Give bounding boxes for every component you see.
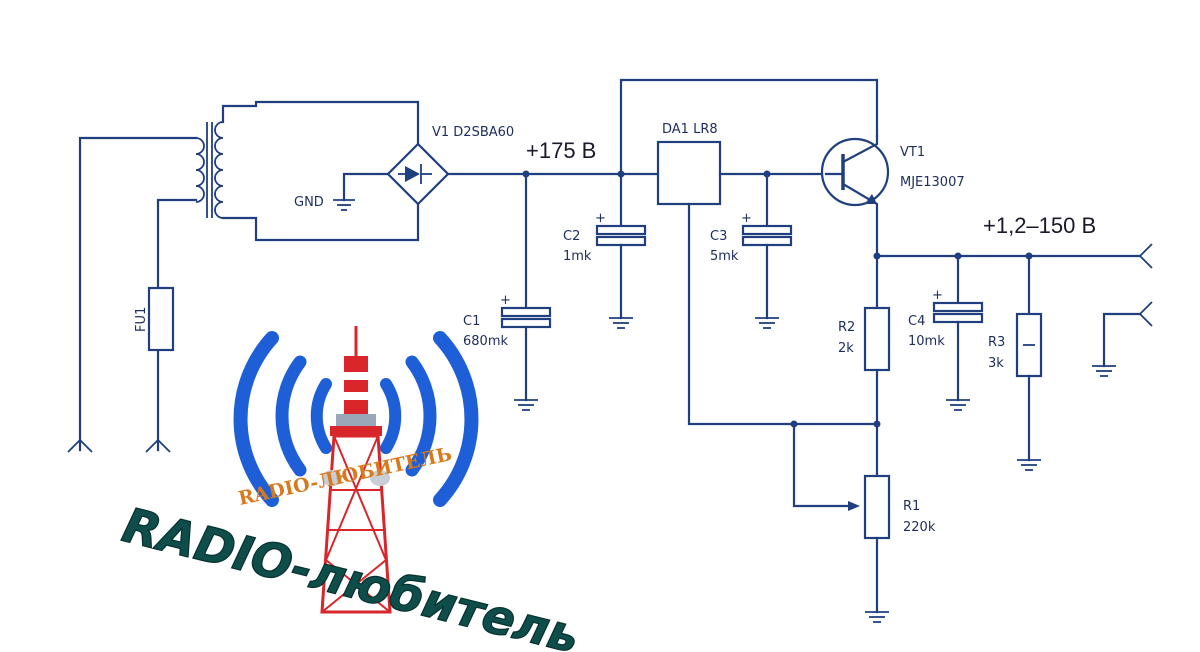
fuse-fu1: FU1	[134, 286, 175, 352]
output-terminal-negative-icon	[1138, 301, 1153, 327]
c3-ref-label: C3	[710, 229, 727, 244]
capacitor-c3: + C3 5mk	[710, 172, 793, 329]
svg-text:+: +	[500, 293, 511, 308]
radio-waves-icon	[233, 331, 479, 507]
c4-value-label: 10mk	[908, 334, 945, 349]
input-terminal-left-icon	[67, 438, 93, 453]
capacitor-c1: + C1 680mk	[463, 172, 552, 411]
radio-tower-icon	[320, 326, 392, 614]
radio-lubitel-logo: RADIO-ЛЮБИТЕЛЬ RADIO-любитель	[116, 326, 586, 652]
capacitor-c2: + C2 1mk	[563, 172, 647, 329]
logo-title: RADIO-любитель	[117, 497, 585, 652]
transistor-ref-label: VT1	[900, 145, 925, 160]
r2-value-label: 2k	[838, 341, 854, 356]
transistor-part-label: MJE13007	[900, 175, 965, 190]
bridge-label: V1 D2SBA60	[432, 125, 514, 140]
c2-ref-label: C2	[563, 229, 580, 244]
c1-value-label: 680mk	[463, 334, 508, 349]
logo-subtitle: RADIO-ЛЮБИТЕЛЬ	[236, 443, 453, 510]
potentiometer-r1: R1 220k	[863, 422, 936, 623]
output-voltage-label: +1,2–150 В	[983, 213, 1096, 238]
input-voltage-label: +175 В	[526, 138, 596, 163]
c2-value-label: 1mk	[563, 249, 592, 264]
resistor-r3: R3 3k	[988, 254, 1043, 471]
c4-ref-label: C4	[908, 314, 925, 329]
r1-value-label: 220k	[903, 520, 936, 535]
svg-text:+: +	[741, 211, 752, 226]
c1-ref-label: C1	[463, 314, 480, 329]
gnd-symbol: GND	[294, 172, 390, 211]
r1-ref-label: R1	[903, 499, 920, 514]
svg-text:+: +	[932, 288, 943, 303]
bridge-rectifier-v1: V1 D2SBA60	[386, 125, 514, 206]
fuse-label: FU1	[134, 307, 149, 332]
c3-value-label: 5mk	[710, 249, 739, 264]
regulator-da1: DA1 LR8	[656, 122, 879, 511]
regulator-label: DA1 LR8	[662, 122, 718, 137]
gnd-label: GND	[294, 195, 324, 210]
input-terminal-right-icon	[145, 438, 171, 453]
transformer	[195, 100, 420, 242]
capacitor-c4: + C4 10mk	[908, 254, 984, 411]
mains-input	[67, 136, 198, 453]
r3-value-label: 3k	[988, 356, 1004, 371]
output-ground-terminal	[1092, 301, 1153, 377]
output-terminal-positive-icon	[1138, 243, 1153, 269]
r2-ref-label: R2	[838, 320, 855, 335]
r3-ref-label: R3	[988, 335, 1005, 350]
transistor-vt1: VT1 MJE13007	[820, 134, 965, 258]
svg-text:+: +	[595, 211, 606, 226]
resistor-r2: R2 2k	[838, 254, 891, 426]
